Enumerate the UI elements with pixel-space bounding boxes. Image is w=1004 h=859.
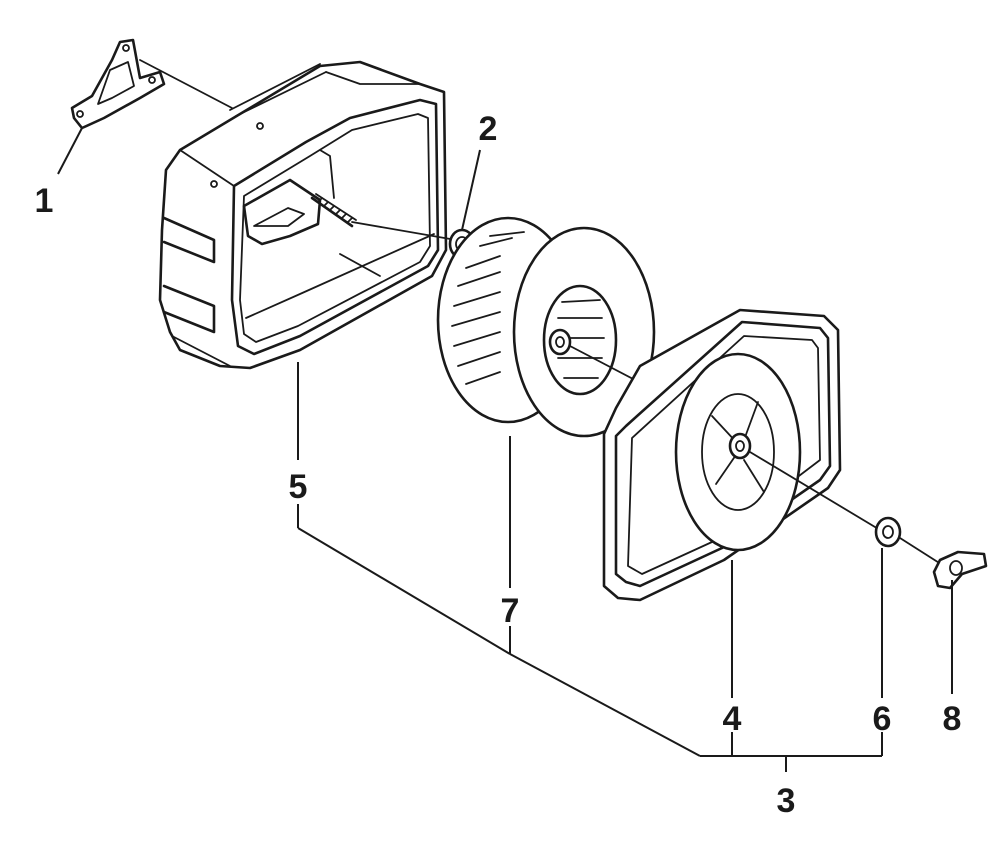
gasket-part-1: [70, 38, 233, 130]
callout-7: 7: [501, 592, 520, 630]
callout-2: 2: [479, 110, 498, 148]
washer-part-6: [874, 516, 945, 567]
callout-8: 8: [943, 700, 962, 738]
housing-part-5: [158, 60, 457, 370]
callout-5: 5: [289, 468, 308, 506]
callout-1: 1: [35, 182, 54, 220]
leader-lines: [57, 127, 953, 772]
fan-part-7: [436, 216, 659, 438]
callout-4: 4: [723, 700, 742, 738]
cover-part-4: [602, 308, 881, 602]
wingnut-part-8: [932, 550, 988, 590]
callout-6: 6: [873, 700, 892, 738]
callout-3: 3: [777, 782, 796, 820]
